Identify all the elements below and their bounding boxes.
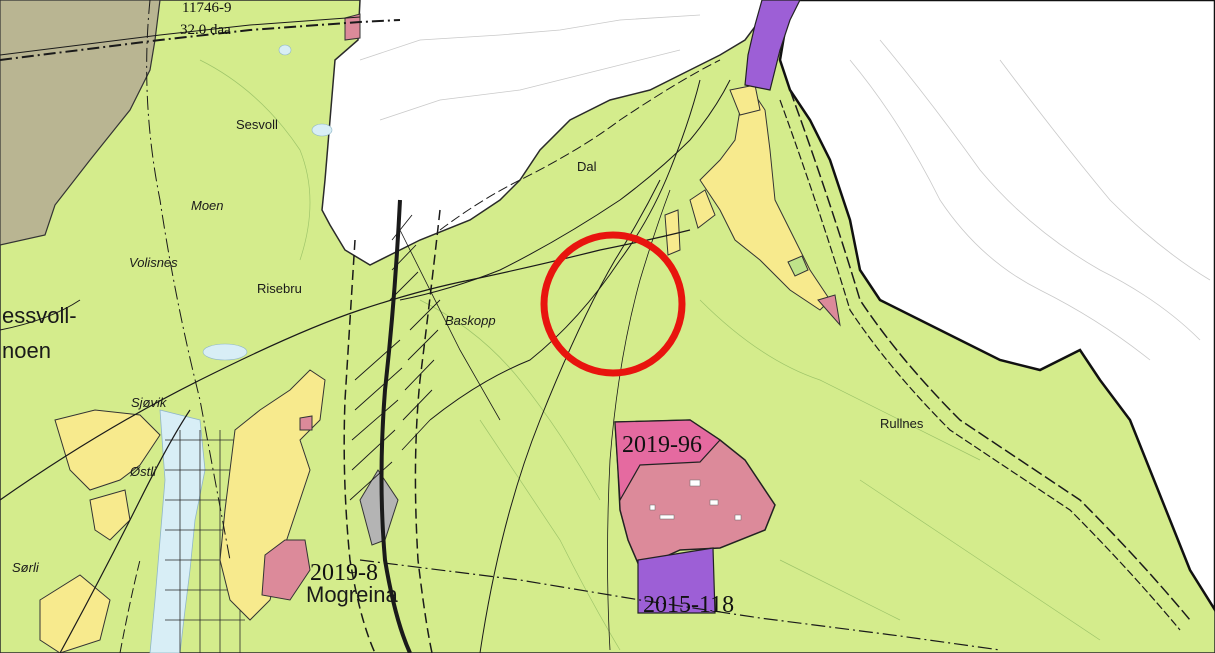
plan-label-top: 11746-9 xyxy=(182,0,231,16)
place-label-rullnes: Rullnes xyxy=(880,416,924,431)
lake xyxy=(149,409,206,653)
residential-zone xyxy=(54,409,161,491)
area-label-top: 32.0 daa xyxy=(180,22,231,38)
plan-label-2019-8: 2019-8 xyxy=(310,560,378,586)
place-label-sesvollmoen-1: essvoll- xyxy=(2,303,77,328)
place-label-sesvoll: Sesvoll xyxy=(236,117,278,132)
place-label-baskopp: Baskopp xyxy=(445,313,496,328)
grey-brown-zone xyxy=(0,0,161,246)
place-label-sesvollmoen-2: noen xyxy=(2,338,51,363)
purple-zone-top xyxy=(744,0,801,91)
residential-zone xyxy=(219,369,326,621)
residential-zone xyxy=(699,94,831,311)
place-label-dal: Dal xyxy=(577,159,597,174)
residential-zone xyxy=(89,489,131,541)
plan-label-2019-96: 2019-96 xyxy=(622,432,702,458)
place-label-ostli: Østli xyxy=(129,464,157,479)
pink-zone-2019-8 xyxy=(261,539,311,601)
place-label-risebru: Risebru xyxy=(257,281,302,296)
place-label-mogreina: Mogreina xyxy=(306,582,398,607)
place-label-sjovik: Sjøvik xyxy=(131,395,168,410)
residential-zone xyxy=(39,574,111,653)
plan-label-2015-118: 2015-118 xyxy=(643,592,734,618)
place-label-sorli: Sørli xyxy=(12,560,40,575)
purple-zone-2015-118 xyxy=(637,547,716,614)
place-label-volisnes: Volisnes xyxy=(129,255,178,270)
highlight-circle xyxy=(540,231,686,377)
place-label-moen: Moen xyxy=(191,198,224,213)
